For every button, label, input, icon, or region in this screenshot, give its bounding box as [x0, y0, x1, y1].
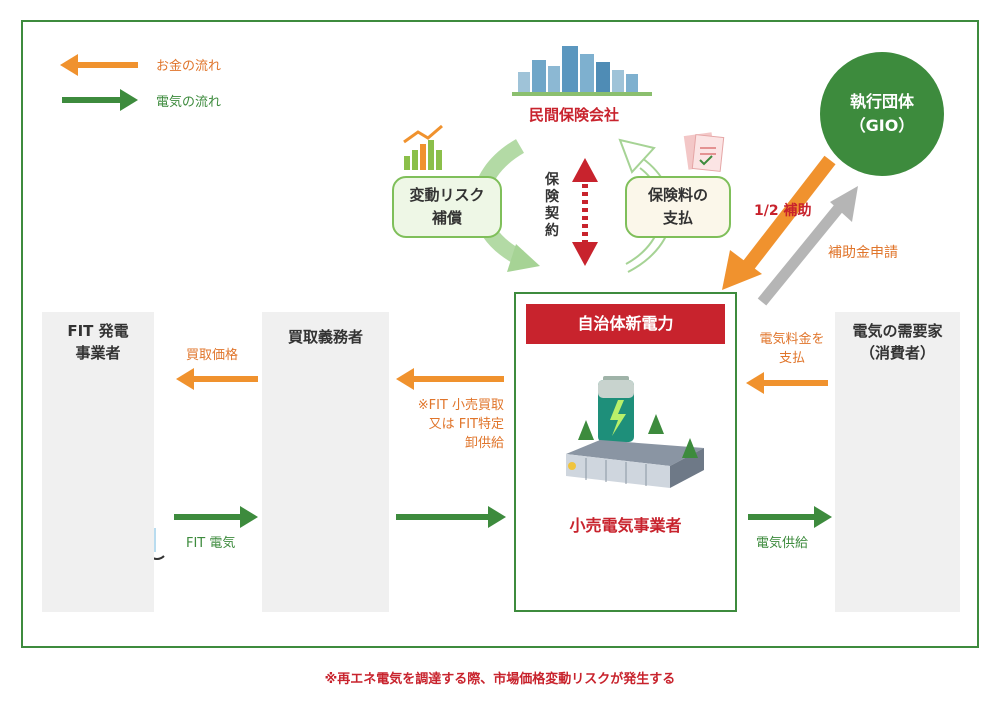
consumer-panel	[835, 312, 960, 612]
diagram-frame	[21, 20, 979, 648]
contract-double-arrow	[572, 158, 598, 266]
legend-power-label: 電気の流れ	[156, 95, 222, 110]
obligated-buyer-title: 買取義務者	[287, 328, 363, 346]
chart-icon	[403, 124, 443, 170]
battery-storage-overlay-icon	[566, 376, 704, 488]
insurer-buildings-icon	[512, 46, 652, 96]
subsidy-apply-label: 補助金申請	[828, 245, 898, 261]
bill-payment-arrow	[746, 372, 828, 394]
fit-power-arrow	[174, 506, 258, 528]
legend-money-arrow	[60, 54, 138, 76]
documents-icon	[683, 132, 725, 172]
premium-payment-bubble: 保険料の 支払	[625, 176, 731, 238]
consumer-title: 電気の需要家 （消費者）	[852, 322, 943, 362]
contract-label: 保険契約	[545, 172, 559, 239]
fit-generator-panel	[42, 312, 154, 612]
fit-generator-title: FIT 発電 事業者	[67, 322, 129, 362]
fit-power-label: FIT 電気	[186, 536, 236, 551]
subsidy-arrow	[722, 155, 836, 290]
footnote: ※再エネ電気を調達する際、市場価格変動リスクが発生する	[324, 672, 676, 687]
legend-power-arrow	[62, 89, 138, 111]
retail-electricity-label: 小売電気事業者	[569, 516, 682, 535]
supply-label: 電気供給	[756, 536, 809, 551]
subsidy-half-label: 1/2 補助	[754, 203, 812, 219]
fit-purchase-label: ※FIT 小売買取 又は FIT特定 卸供給	[417, 398, 504, 451]
insurer-label: 民間保険会社	[529, 106, 620, 124]
supply-power-arrow	[748, 506, 832, 528]
municipal-power-header: 自治体新電力	[526, 304, 725, 344]
legend-money-label: お金の流れ	[156, 59, 222, 74]
buyer-to-retail-power-arrow	[396, 506, 506, 528]
obligated-buyer-panel	[262, 312, 389, 612]
gio-node: 執行団体 （GIO）	[820, 52, 944, 176]
purchase-price-label: 買取価格	[186, 348, 239, 363]
fit-purchase-arrow	[396, 368, 504, 390]
subsidy-application-arrow	[757, 186, 858, 306]
risk-compensation-bubble: 変動リスク 補償	[392, 176, 502, 238]
bill-payment-label: 電気料金を 支払	[759, 332, 825, 366]
purchase-price-arrow	[176, 368, 258, 390]
